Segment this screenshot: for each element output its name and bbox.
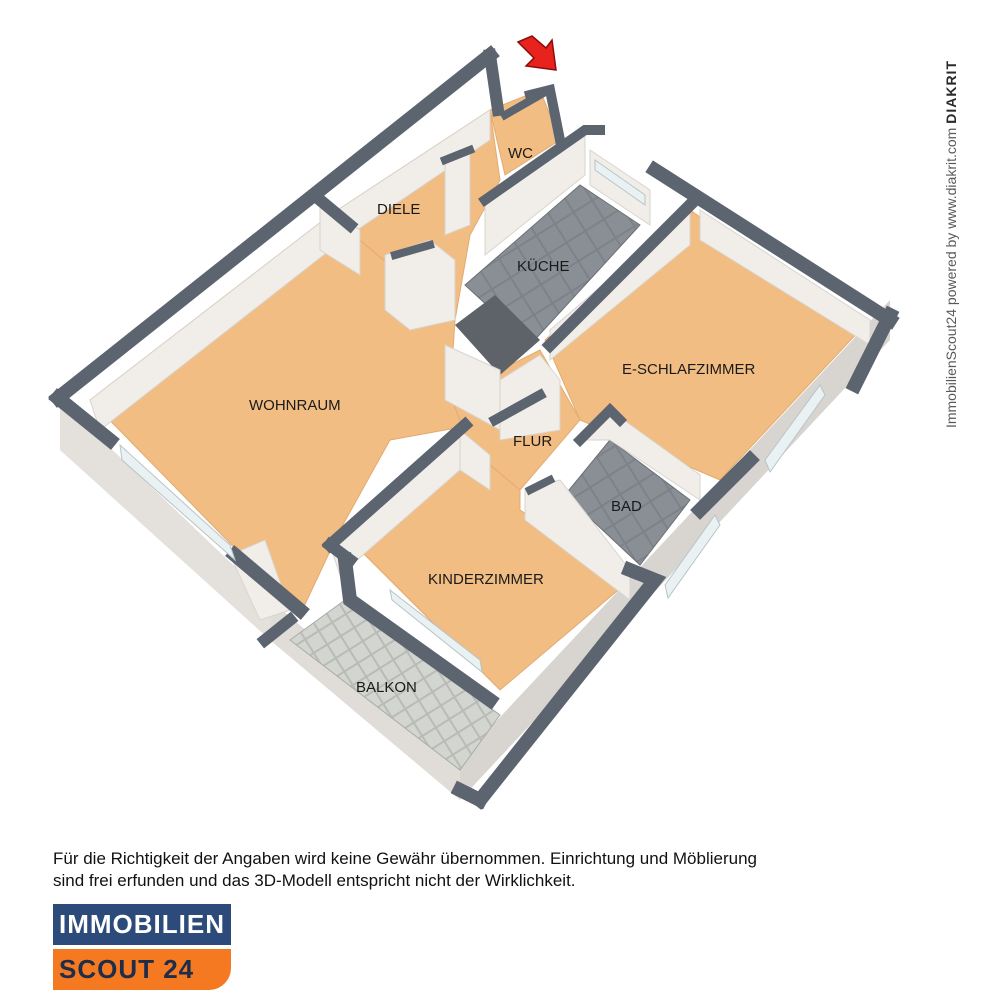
floor-balkon: [289, 599, 501, 771]
room-label-wc: WC: [508, 145, 533, 162]
room-labels: WC DIELE KÜCHE WOHNRAUM E-SCHLAFZIMMER F…: [249, 145, 756, 696]
windows: [119, 159, 826, 674]
logo-top: IMMOBILIEN: [53, 904, 231, 945]
room-label-kinderzimmer: KINDERZIMMER: [428, 571, 544, 588]
floor-bad: [564, 439, 691, 566]
room-label-balkon: BALKON: [356, 679, 417, 696]
room-label-e-schlafzimmer: E-SCHLAFZIMMER: [622, 361, 756, 378]
vertical-credit: ImmobilienScout24 powered by www.diakrit…: [942, 60, 960, 530]
entry-arrow-icon: [516, 35, 557, 71]
room-label-diele: DIELE: [377, 201, 420, 218]
logo-bottom: SCOUT 24: [53, 949, 231, 990]
disclaimer: Für die Richtigkeit der Angaben wird kei…: [53, 848, 933, 892]
room-label-wohnraum: WOHNRAUM: [249, 397, 341, 414]
floor-kueche-entry: [455, 295, 540, 375]
disclaimer-line-1: Für die Richtigkeit der Angaben wird kei…: [53, 849, 757, 868]
disclaimer-line-2: sind frei erfunden und das 3D-Modell ent…: [53, 871, 576, 890]
room-label-kueche: KÜCHE: [517, 257, 570, 275]
wall-tops: [48, 45, 900, 810]
floors: [89, 89, 861, 771]
immobilienscout24-logo: IMMOBILIEN SCOUT 24: [53, 904, 231, 990]
room-label-flur: FLUR: [513, 433, 552, 450]
credit-text: ImmobilienScout24 powered by www.diakrit…: [943, 127, 959, 429]
room-label-bad: BAD: [611, 498, 642, 515]
credit-brand: DIAKRIT: [943, 60, 959, 124]
floor-plan-3d: WC DIELE KÜCHE WOHNRAUM E-SCHLAFZIMMER F…: [48, 35, 900, 810]
